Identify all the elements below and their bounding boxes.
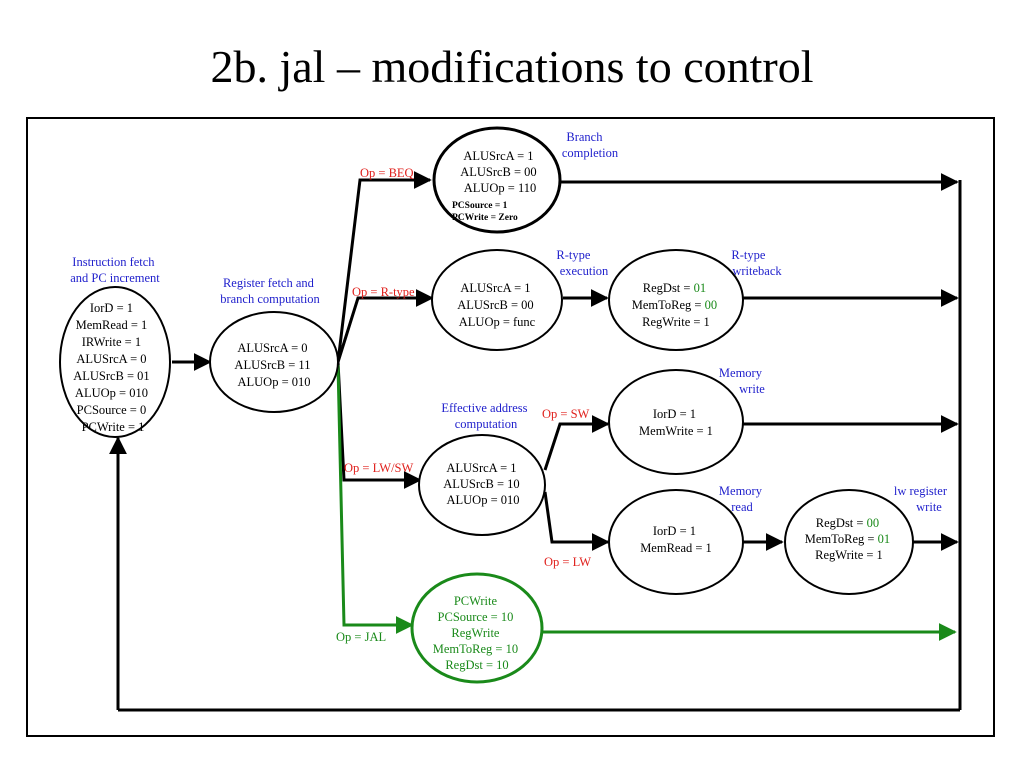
state-memwrite-text: IorD = 1 MemWrite = 1 — [639, 407, 713, 438]
edge-label-lw: Op = LW — [544, 555, 591, 569]
edge-rtype — [336, 289, 434, 363]
edge-label-rtype: Op = R-type — [352, 285, 415, 299]
state-lwwb — [784, 489, 914, 595]
state-fetch-text: IorD = 1 MemRead = 1 IRWrite = 1 ALUSrcA… — [73, 301, 153, 434]
edge-label-jal: Op = JAL — [336, 630, 386, 644]
state-beq — [432, 126, 562, 234]
state-addr-label: Effective address computation — [441, 401, 530, 431]
edge-lw — [543, 491, 610, 551]
state-lwwb-label: lw register write — [894, 484, 950, 514]
state-jal — [410, 572, 544, 684]
edge-jal — [336, 364, 414, 634]
edge-label-sw: Op = SW — [542, 407, 590, 421]
state-rexec-text: ALUSrcA = 1 ALUSrcB = 00 ALUOp = func — [457, 281, 537, 329]
state-rwb-label: R-type writeback — [731, 248, 782, 278]
edge-label-beq: Op = BEQ — [360, 166, 414, 180]
state-memwrite — [608, 369, 744, 475]
edge-beq — [336, 171, 432, 363]
state-lwwb-text: RegDst = 00 MemToReg = 01 RegWrite = 1 — [805, 516, 893, 562]
edge-sw — [543, 415, 610, 471]
state-rwb — [608, 249, 744, 351]
state-beq-text: ALUSrcA = 1 ALUSrcB = 00 ALUOp = 110 — [460, 149, 540, 195]
state-rexec — [431, 249, 563, 351]
state-rwb-text: RegDst = 01 MemToReg = 00 RegWrite = 1 — [632, 281, 720, 329]
state-memread-label: Memory read — [719, 484, 765, 514]
edge-label-lwsw: Op = LW/SW — [344, 461, 414, 475]
state-rexec-label: R-type execution — [556, 248, 609, 278]
state-jal-text: PCWrite PCSource = 10 RegWrite MemToReg … — [433, 594, 521, 672]
state-beq-label: Branch completion — [562, 130, 619, 160]
state-decode — [209, 311, 339, 413]
state-addr — [418, 434, 546, 536]
slide-title: 2b. jal – modifications to control — [210, 41, 814, 92]
state-memwrite-label: Memory write — [719, 366, 765, 396]
state-memread — [608, 489, 744, 595]
state-beq-small: PCSource = 1 PCWrite = Zero — [452, 201, 518, 223]
state-memread-text: IorD = 1 MemRead = 1 — [640, 524, 712, 555]
state-decode-text: ALUSrcA = 0 ALUSrcB = 11 ALUOp = 010 — [234, 341, 313, 389]
state-addr-text: ALUSrcA = 1 ALUSrcB = 10 ALUOp = 010 — [443, 461, 523, 507]
state-fetch-label: Instruction fetch and PC increment — [70, 255, 160, 285]
diagram-frame — [26, 117, 995, 737]
state-decode-label: Register fetch and branch computation — [220, 276, 320, 306]
state-fetch — [59, 286, 171, 438]
